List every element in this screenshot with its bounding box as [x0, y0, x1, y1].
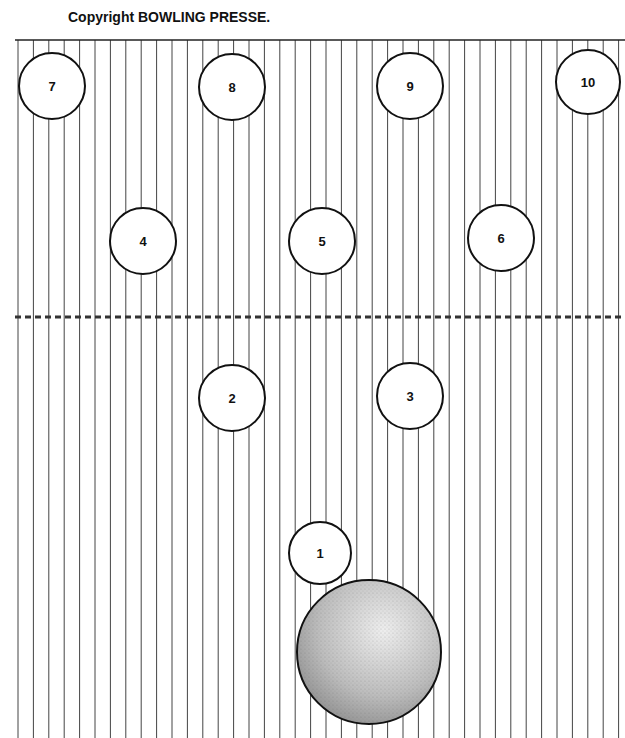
pin-number: 1: [316, 546, 323, 561]
pin-number: 3: [406, 389, 413, 404]
bowling-ball: [297, 580, 441, 724]
pin-circle: 1: [288, 521, 352, 585]
lane-board: [510, 40, 511, 738]
pin-number: 6: [497, 231, 504, 246]
lane-board: [295, 40, 296, 738]
pin-circle: 9: [376, 52, 444, 120]
lane-board: [172, 40, 173, 738]
lane-board: [187, 40, 188, 738]
pin-circle: 6: [467, 204, 535, 272]
lane-board: [279, 40, 280, 738]
lane-board: [449, 40, 450, 738]
lane-board: [557, 40, 558, 738]
lane-board: [110, 40, 111, 738]
lane-board: [495, 40, 496, 738]
lane-board: [141, 40, 142, 738]
pin-circle: 7: [18, 52, 86, 120]
pin-deck-line: [15, 316, 625, 319]
lane-board: [572, 40, 573, 738]
pin-number: 5: [318, 234, 325, 249]
lane-board: [64, 40, 65, 738]
lane-board: [541, 40, 542, 738]
pin-circle: 4: [109, 207, 177, 275]
lane-board: [18, 40, 19, 738]
copyright-notice: Copyright BOWLING PRESSE.: [66, 9, 272, 25]
lane-boards: [18, 40, 619, 738]
pin-number: 8: [228, 80, 235, 95]
pin-number: 9: [406, 79, 413, 94]
lane-board: [587, 40, 588, 738]
pin-circle: 10: [555, 49, 621, 115]
lane-board: [603, 40, 604, 738]
pin-circle: 3: [376, 362, 444, 430]
lane-board: [526, 40, 527, 738]
pin-circle: 2: [198, 364, 266, 432]
lane-board: [33, 40, 34, 738]
pin-number: 10: [581, 75, 595, 90]
pin-number: 7: [48, 79, 55, 94]
pin-number: 4: [139, 234, 146, 249]
lane-board: [480, 40, 481, 738]
lane-board: [156, 40, 157, 738]
lane-board: [95, 40, 96, 738]
lane-board: [618, 40, 619, 738]
lane-board: [48, 40, 49, 738]
pin-number: 2: [228, 391, 235, 406]
lane-board: [125, 40, 126, 738]
lane-board: [464, 40, 465, 738]
lane-board: [79, 40, 80, 738]
pin-circle: 5: [288, 207, 356, 275]
lane-top-edge: [15, 39, 625, 41]
pin-circle: 8: [198, 53, 266, 121]
